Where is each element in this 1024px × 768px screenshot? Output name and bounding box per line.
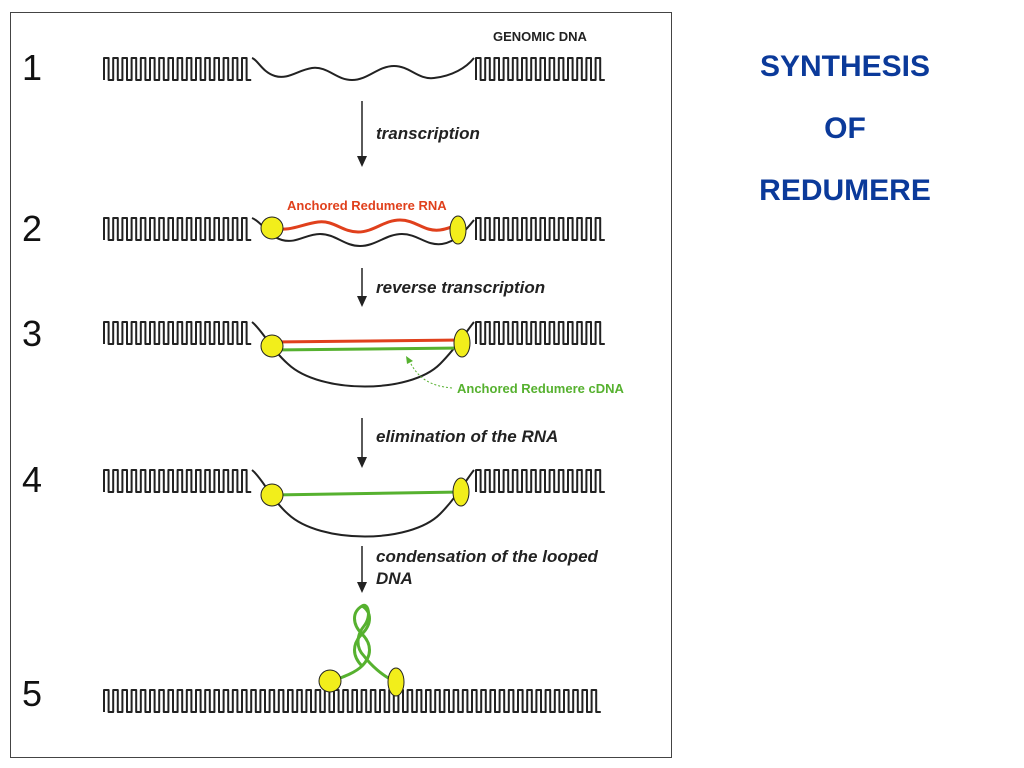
anchor-left-step4 <box>260 483 284 507</box>
anchor-left-step2 <box>260 216 284 240</box>
dna-backbone-path <box>103 469 252 493</box>
step-number-3: 3 <box>22 313 42 354</box>
anchor-left-step3 <box>260 334 284 358</box>
anchored-rna-label: Anchored Redumere RNA <box>287 198 447 213</box>
dna-loop-step3 <box>251 321 475 388</box>
cdna-pointer-head <box>406 356 413 364</box>
anchor-right-step4 <box>452 477 470 507</box>
dna-coil-right-step2 <box>475 217 605 241</box>
arrow-head-4 <box>357 582 367 593</box>
arrow-label-condensation-line1: condensation of the looped <box>376 547 599 566</box>
anchor-right-step3 <box>453 328 471 358</box>
dna-backbone-path <box>103 57 252 81</box>
step-number-2: 2 <box>22 208 42 249</box>
arrow-label-reverse-transcription: reverse transcription <box>376 278 545 297</box>
arrow-label-condensation-line2: DNA <box>376 569 413 588</box>
dna-coil-step5 <box>103 689 601 713</box>
dna-backbone-path <box>475 217 605 241</box>
cdna-strand-step4 <box>271 490 463 497</box>
arrow-head-1 <box>357 156 367 167</box>
anchor-right-step5 <box>387 667 405 697</box>
dna-coil-right-step3 <box>475 321 605 345</box>
condensed-loop-strand-a <box>329 603 397 684</box>
dna-backbone-path <box>475 469 605 493</box>
dna-loop-step4 <box>251 469 475 538</box>
anchor-left-step5 <box>318 669 342 693</box>
title-line-synthesis: SYNTHESIS <box>759 50 931 83</box>
condensed-loop-strand-b <box>353 604 371 668</box>
anchor-right-step2 <box>449 215 467 245</box>
dna-backbone-path <box>475 57 605 81</box>
title-block: SYNTHESIS OF REDUMERE <box>730 36 960 222</box>
arrow-head-2 <box>357 296 367 307</box>
cdna-pointer-line <box>409 361 453 389</box>
arrow-label-elimination: elimination of the RNA <box>376 427 558 446</box>
diagram-frame <box>10 12 672 758</box>
arrow-label-transcription: transcription <box>376 124 480 143</box>
genomic-dna-label: GENOMIC DNA <box>493 29 588 44</box>
dna-coil-left-step4 <box>103 469 252 493</box>
step-number-4: 4 <box>22 459 42 500</box>
title-line-redumere: REDUMERE <box>759 174 931 207</box>
anchored-cdna-label: Anchored Redumere cDNA <box>457 381 624 396</box>
dna-coil-right-step4 <box>475 469 605 493</box>
rna-strand-step2 <box>273 218 459 234</box>
rna-strand-step3 <box>271 338 463 344</box>
dna-backbone-path <box>475 321 605 345</box>
arrow-head-3 <box>357 457 367 468</box>
dna-backbone-path <box>103 217 252 241</box>
step-number-1: 1 <box>22 47 42 88</box>
dna-coil-left-step3 <box>103 321 252 345</box>
dna-coil-left-step1 <box>103 57 252 81</box>
dna-single-strand-step1 <box>251 57 475 82</box>
cdna-strand-step3 <box>271 346 463 352</box>
dna-backbone-path <box>103 321 252 345</box>
dna-coil-left-step2 <box>103 217 252 241</box>
dna-coil-right-step1 <box>475 57 605 81</box>
title-line-of: OF <box>824 112 866 145</box>
dna-backbone-path <box>103 689 601 713</box>
step-number-5: 5 <box>22 673 42 714</box>
dna-strand-step2 <box>251 217 475 248</box>
